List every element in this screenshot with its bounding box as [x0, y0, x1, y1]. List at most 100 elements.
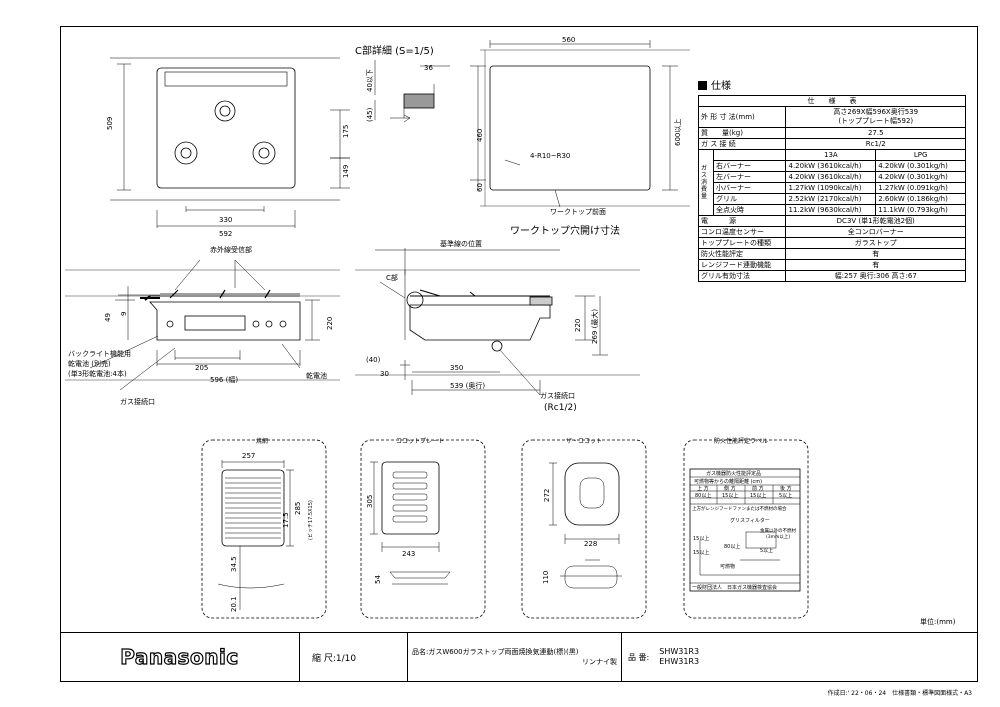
spec-burner-name: 小バーナー	[712, 182, 787, 194]
acc-cocotte-w: 228	[584, 540, 597, 548]
spec-consumption-label: ガス消費量	[698, 149, 714, 216]
fire-label-3mm: (3mm以上)	[766, 533, 790, 540]
spec-row-label: 防火性能評定	[697, 248, 787, 260]
fire-label-comb: 可燃物	[720, 563, 735, 570]
acc-title-grill: 焼網	[256, 437, 268, 445]
grill-net	[221, 469, 285, 547]
fire-label-d80: 80以上	[724, 543, 740, 550]
spec-burner-lpg: 4.20kW (0.301kg/h)	[878, 173, 948, 181]
acc-plate-d: 54	[374, 575, 382, 584]
spec-row-val: 有	[785, 248, 966, 260]
spec-burner-lpg: 4.20kW (0.301kg/h)	[878, 162, 948, 170]
cocotte-plate	[381, 461, 440, 535]
spec-burner-name: 右バーナー	[712, 160, 787, 172]
side-c-label: C部	[386, 273, 398, 282]
side-view-outline	[409, 304, 551, 341]
front-note-3: (単3形乾電池:4本)	[68, 369, 127, 378]
spec-row-val: 幅:257 奥行:306 高さ:67	[785, 270, 966, 282]
spec-burner-name: 左バーナー	[712, 171, 787, 183]
side-gas-1: ガス接続口	[540, 391, 575, 400]
spec-row-val: ガラストップ	[785, 237, 966, 249]
fire-label-v1: 80以上	[695, 492, 711, 499]
spec-header: 仕 様 表	[698, 95, 966, 107]
top-d149: 149	[342, 165, 350, 178]
fire-label-org: 一般財団法人 日本ガス機器検査協会	[692, 584, 777, 591]
fire-label-v2: 15以上	[722, 492, 738, 499]
fire-label-title: ガス機器防火性能評定品	[706, 470, 761, 477]
front-gas-label: ガス接続口	[120, 397, 155, 406]
acc-grill-d34: 34.5	[230, 556, 238, 572]
acc-plate-w: 243	[402, 550, 415, 558]
cutout-front-label: ワークトップ前面	[550, 207, 606, 216]
spec-burner-name: 全点火時	[712, 204, 787, 216]
acc-cocotte-h: 272	[543, 489, 551, 502]
front-note-1: バックライト機能用	[68, 349, 131, 358]
acc-grill-h: 285	[294, 502, 302, 515]
front-d49: 49	[104, 313, 112, 322]
spec-burner-lpg: 2.60kW (0.186kg/h)	[878, 195, 948, 203]
title-scale-cell: 縮 尺:1/10	[300, 632, 408, 682]
title-model-label: 品 番:	[628, 652, 650, 662]
title-product-cell: 品名:ガスW600ガラストップ両面焼換気連動(標)(黒) リンナイ製	[408, 632, 622, 682]
spec-table: 仕 様 表 外 形 寸 法(mm) 高さ269X幅596X奥行539(トッププレ…	[697, 95, 966, 282]
fire-label-h1: 上 方	[697, 485, 709, 492]
detail-c-d36: 36	[424, 64, 433, 72]
spec-dims-label: 外 形 寸 法(mm)	[697, 106, 787, 128]
cutout-corner: 4-R10~R30	[530, 152, 570, 160]
detail-c-hatch	[403, 93, 435, 109]
spec-burner-name: グリル	[712, 193, 787, 205]
fire-label-d15a: 15以上	[693, 535, 709, 542]
title-model-1: SHW31R3	[659, 647, 700, 656]
side-gas-2: (Rc1/2)	[544, 403, 577, 413]
spec-mass-val: 27.5	[785, 127, 966, 139]
detail-c-d40: 40以下	[366, 69, 374, 92]
spec-gas-lpg: LPG	[913, 151, 928, 159]
detail-c-d45: (45)	[366, 107, 374, 122]
acc-title-plate: ココットプレート	[396, 438, 444, 445]
spec-row-val: 全コンロバーナー	[785, 226, 966, 238]
top-w330: 330	[219, 216, 232, 224]
spec-row-val: 有	[785, 259, 966, 271]
title-model-2: EHW31R3	[659, 657, 700, 666]
acc-grill-d20: 20.1	[230, 596, 238, 612]
spec-burner-13a: 1.27kW (1090kcal/h)	[786, 183, 877, 193]
front-view-outline	[149, 301, 301, 341]
side-d40: (40)	[366, 356, 381, 364]
fire-label-note: 上方がレンジフードファンまたは不燃材の場合	[692, 505, 787, 512]
spec-row-label: 電 源	[697, 215, 787, 227]
fire-label-h4: 後 方	[780, 485, 792, 492]
fire-label-sub: 可燃物等からの離隔距離 (cm)	[694, 478, 762, 485]
side-d30: 30	[380, 370, 389, 378]
fire-label-noncomb: 金属以外の不燃材	[760, 527, 796, 534]
fire-label	[689, 468, 801, 592]
fire-label-d5: 5以上	[760, 547, 773, 554]
spec-row-label: トッププレートの種類	[697, 237, 787, 249]
acc-title-label: 防火性能評定ラベル	[714, 437, 768, 445]
spec-dims-val-1: 高さ269X幅596X奥行539	[833, 108, 919, 116]
cutout-d60: 60	[476, 183, 484, 192]
top-w592: 592	[219, 230, 232, 238]
drawing-labels: 509 330 592 175 149 赤外線受信部 49 9 220 205 …	[68, 36, 796, 612]
title-brand-cell: Panasonic	[60, 632, 300, 682]
spec-row-label: レンジフード連動機能	[697, 259, 787, 271]
spec-gas-13a: 13A	[786, 150, 877, 160]
spec-gasconn-label: ガ ス 接 続	[697, 138, 787, 150]
brand-logo: Panasonic	[120, 644, 239, 669]
spec-row-val: DC3V (単1形乾電池2個)	[785, 215, 966, 227]
front-w205: 205	[195, 364, 208, 372]
burner-left	[174, 141, 198, 165]
front-sensor-label: 赤外線受信部	[210, 245, 252, 254]
spec-burner-13a: 4.20kW (3610kcal/h)	[786, 161, 877, 171]
spec-heading-icon	[698, 81, 707, 90]
top-view-outline	[156, 67, 296, 189]
spec-mass-label: 質 量(kg)	[697, 127, 787, 139]
fire-label-h3: 前 方	[752, 485, 764, 492]
front-d9: 9	[120, 312, 128, 316]
spec-row-label: グリル有効寸法	[697, 270, 787, 282]
fire-label-v3: 15以上	[750, 492, 766, 499]
burner-top	[214, 100, 236, 122]
title-model-cell: 品 番: SHW31R3 EHW31R3	[622, 632, 978, 682]
title-scale: 縮 尺:1/10	[312, 653, 357, 664]
front-h220: 220	[326, 317, 334, 330]
drawing-frame	[60, 26, 978, 682]
